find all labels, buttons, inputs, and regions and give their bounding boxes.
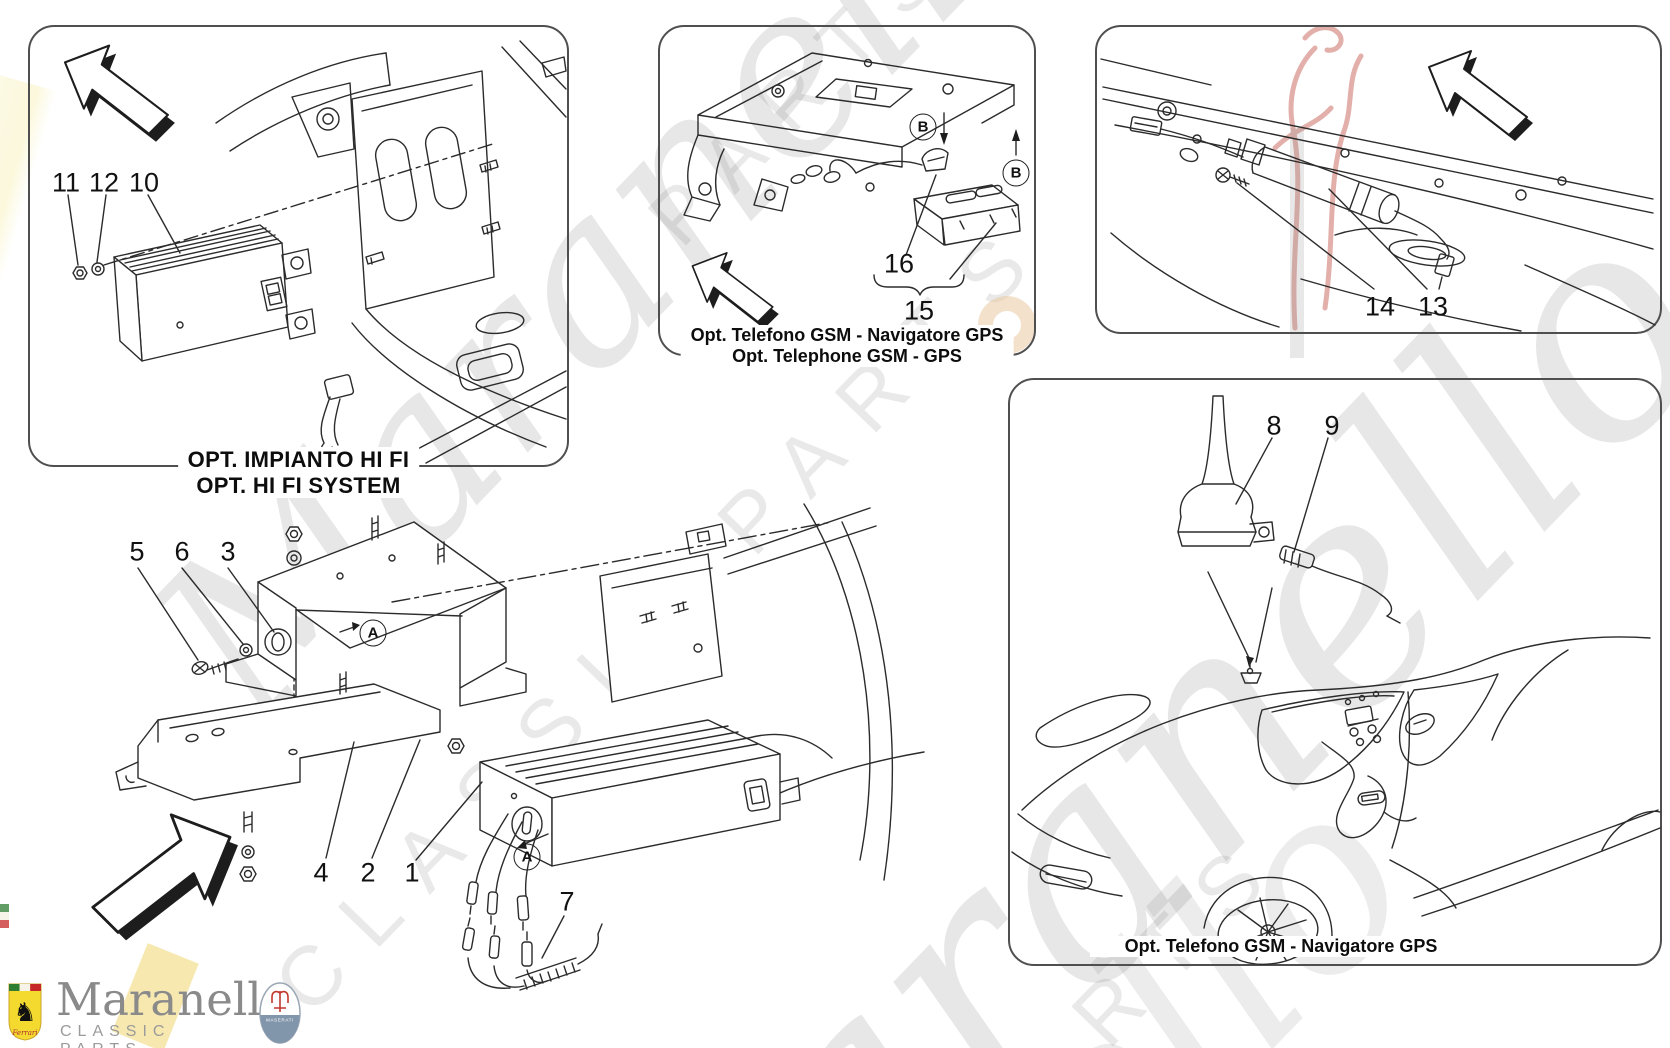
shelf-tray-drawing	[683, 52, 1015, 222]
direction-arrow-icon	[63, 44, 175, 142]
cd-changer-drawing	[447, 719, 801, 867]
callout-4: 4	[313, 857, 329, 888]
callout-16: 16	[883, 248, 915, 279]
callout-8: 8	[1266, 410, 1282, 441]
panel-hifi-caption: OPT. IMPIANTO HI FI OPT. HI FI SYSTEM	[177, 447, 420, 499]
rear-chassis-drawing	[215, 40, 567, 464]
trident-icon	[271, 990, 289, 1012]
callout-13: 13	[1417, 291, 1449, 322]
ferrari-shield-logo: ♞ Ferrari	[8, 983, 42, 1041]
prancing-horse-icon: ♞	[13, 997, 36, 1027]
panel-car-caption: Opt. Telefono GSM - Navigatore GPS	[1090, 936, 1472, 958]
tricolor-fragment-watermark	[0, 904, 9, 928]
upper-bracket-drawing	[225, 515, 527, 707]
brand-name: Maranello	[56, 973, 289, 1026]
panel-gsm-caption: Opt. Telefono GSM - Navigatore GPS Opt. …	[680, 325, 1014, 368]
callout-12: 12	[88, 167, 120, 198]
caption-line-english: OPT. HI FI SYSTEM	[196, 472, 401, 498]
callout-11: 11	[51, 167, 81, 198]
callout-leaders	[137, 567, 565, 959]
callout-9: 9	[1324, 410, 1340, 441]
adapter-plate-drawing	[115, 671, 441, 882]
detail-letter-b: B	[1002, 159, 1030, 187]
panel-hifi-system: 11 12 10 OPT. IMPIANTO HI FI OPT. HI FI …	[28, 25, 569, 499]
callout-leaders	[1207, 437, 1329, 684]
callout-1: 1	[404, 857, 420, 888]
side-bracket-drawing	[391, 503, 925, 881]
detail-letter-b: B	[909, 113, 937, 141]
callout-15: 15	[903, 295, 935, 326]
amplifier-drawing	[113, 224, 316, 362]
callout-leaders	[873, 112, 1020, 296]
callout-6: 6	[174, 536, 190, 567]
direction-arrow-icon	[91, 813, 238, 941]
antenna-amplifier-drawing	[1129, 116, 1455, 290]
callout-5: 5	[129, 536, 145, 567]
panel-car-antenna: 8 9 Opt. Telefono GSM - Navigatore GPS	[1008, 378, 1662, 966]
gsm-ecu-drawing	[790, 148, 1021, 246]
callout-2: 2	[360, 857, 376, 888]
car-drawing	[1011, 636, 1661, 965]
maserati-badge: MASERATI	[259, 982, 301, 1044]
panel-antenna-amplifier: 14 13	[1095, 25, 1662, 334]
antenna-mast-drawing	[1177, 395, 1275, 547]
direction-arrow-icon	[1428, 50, 1533, 141]
callout-7: 7	[559, 886, 575, 917]
callout-14: 14	[1364, 291, 1396, 322]
detail-letter-a: A	[359, 619, 387, 647]
maserati-label: MASERATI	[266, 1018, 294, 1023]
panel-gsm-shelf: B B 16 15 Opt. Telefono GSM - Navigatore…	[658, 25, 1036, 368]
direction-arrow-icon	[691, 252, 779, 329]
caption-line-english: Opt. Telephone GSM - GPS	[732, 346, 962, 367]
caption-line-italian: OPT. IMPIANTO HI FI	[187, 447, 410, 472]
callout-10: 10	[128, 167, 160, 198]
brand-tagline: CLASSIC PARTS	[60, 1023, 171, 1048]
fastener-drawing	[67, 142, 497, 280]
roof-frame-drawing	[1100, 58, 1656, 332]
callout-3: 3	[220, 536, 236, 567]
caption-line-italian: Opt. Telefono GSM - Navigatore GPS	[690, 325, 1004, 345]
detail-letter-a: A	[513, 843, 541, 871]
ferrari-label: Ferrari	[11, 1029, 37, 1037]
main-diagram-hifi-brackets: 5 6 3 4 2 1 7 A A	[40, 480, 960, 1040]
antenna-cable-drawing	[1279, 545, 1401, 624]
